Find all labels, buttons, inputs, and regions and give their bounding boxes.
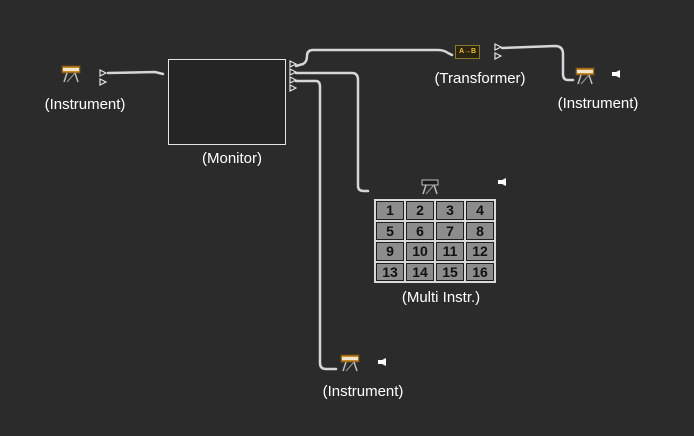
channel-cell[interactable]: 3 <box>436 201 464 220</box>
channel-cell[interactable]: 11 <box>436 242 464 261</box>
keyboard-instrument-icon <box>575 67 595 85</box>
cable-instrument-to-monitor <box>106 70 165 76</box>
monitor-out-ports-icon[interactable] <box>289 60 297 96</box>
channel-cell[interactable]: 9 <box>376 242 404 261</box>
instrument-right-label: (Instrument) <box>557 95 639 112</box>
transformer-label: (Transformer) <box>434 70 526 87</box>
instrument-right[interactable] <box>574 66 596 91</box>
channel-cell[interactable]: 5 <box>376 221 404 240</box>
channel-cell[interactable]: 4 <box>466 201 494 220</box>
keyboard-instrument-icon <box>340 354 360 372</box>
transformer-badge: A→B <box>458 48 477 55</box>
instrument-left[interactable] <box>60 64 82 89</box>
instrument-bottom[interactable] <box>339 353 361 378</box>
transformer-out-port-icon[interactable] <box>494 43 502 61</box>
cable-monitor-to-multi <box>294 71 370 193</box>
out-port-icon[interactable] <box>99 69 107 87</box>
speaker-out-icon[interactable] <box>378 358 387 366</box>
channel-cell[interactable]: 6 <box>406 221 434 240</box>
keyboard-stand-icon <box>421 179 439 195</box>
channel-cell[interactable]: 7 <box>436 221 464 240</box>
channel-cell[interactable]: 8 <box>466 221 494 240</box>
monitor-display[interactable] <box>168 59 286 145</box>
multi-instr-header[interactable] <box>420 178 440 201</box>
instrument-left-label: (Instrument) <box>44 96 126 113</box>
channel-cell[interactable]: 2 <box>406 201 434 220</box>
channel-cell[interactable]: 16 <box>466 262 494 281</box>
channel-cell[interactable]: 15 <box>436 262 464 281</box>
multi-instr-label: (Multi Instr.) <box>401 289 481 306</box>
channel-cell[interactable]: 10 <box>406 242 434 261</box>
cable-transformer-to-instrument <box>500 44 575 82</box>
transformer-object[interactable]: A→B <box>455 45 480 59</box>
cable-monitor-to-bottom <box>294 79 338 371</box>
speaker-out-icon[interactable] <box>612 70 621 78</box>
channel-cell[interactable]: 12 <box>466 242 494 261</box>
keyboard-instrument-icon <box>61 65 81 83</box>
channel-cell[interactable]: 14 <box>406 262 434 281</box>
instrument-bottom-label: (Instrument) <box>322 383 404 400</box>
speaker-out-icon[interactable] <box>498 178 507 186</box>
channel-cell[interactable]: 13 <box>376 262 404 281</box>
channel-cell[interactable]: 1 <box>376 201 404 220</box>
cable-monitor-to-transformer <box>294 48 454 68</box>
monitor-label: (Monitor) <box>201 150 263 167</box>
